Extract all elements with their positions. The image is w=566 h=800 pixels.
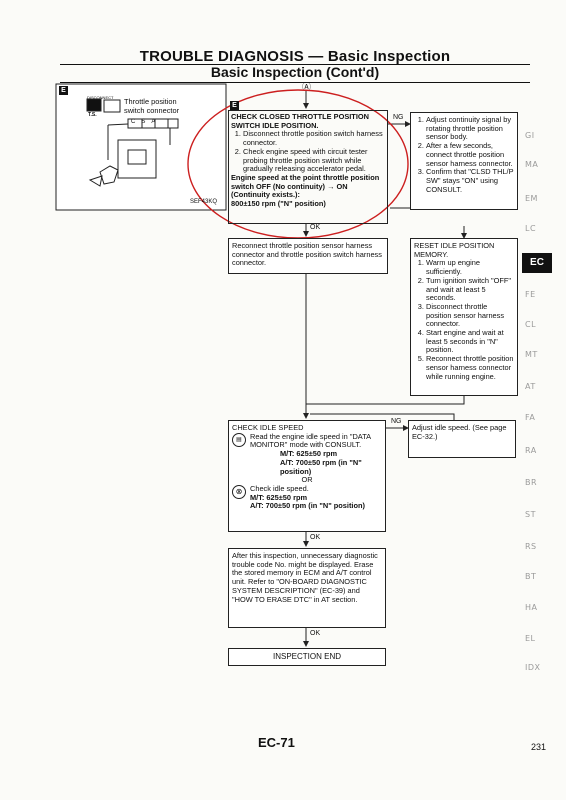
step-check-switch: CHECK CLOSED THROTTLE POSITION SWITCH ID… [228,110,388,224]
idle-mt-spec-2: M/T: 625±50 rpm [250,492,308,502]
side-index-gi[interactable]: GI [525,131,535,140]
side-index-el[interactable]: EL [525,634,536,643]
step-inspection-end: INSPECTION END [228,648,386,666]
ts-label: T.S. [88,112,97,118]
list-item: Confirm that "CLSD THL/P SW" stays "ON" … [426,167,514,194]
list-item: Start engine and wait at least 5 seconds… [426,328,514,355]
step-reset-idle: RESET IDLE POSITION MEMORY. Warm up engi… [410,238,518,396]
ng-label-2: NG [391,418,402,425]
consult-icon: ▤ [232,432,246,447]
step-check-result: Engine speed at the point throttle posit… [231,172,380,200]
step-check-spec: 800±150 rpm ("N" position) [231,199,326,209]
page-subtitle: Basic Inspection (Cont'd) [210,64,380,80]
ok-label-3: OK [310,630,321,637]
side-index-lc[interactable]: LC [525,224,537,233]
subtitle-rule [60,82,530,83]
diagram-ref: SEF43KQ [190,199,218,205]
diagram-frame [55,83,227,211]
list-item: Adjust continuity signal by rotating thr… [426,115,514,142]
list-item: Turn ignition switch "OFF" and wait at l… [426,276,514,303]
step-tag-e: E [230,101,239,110]
page-title: TROUBLE DIAGNOSIS — Basic Inspection [139,48,451,65]
step-adjust-list: Adjust continuity signal by rotating thr… [414,115,514,194]
side-index-st[interactable]: ST [525,510,536,519]
list-item: Check engine speed with circuit tester p… [243,147,385,174]
connector-pins: CSA [131,119,162,125]
manual-text: Check idle speed. M/T: 625±50 rpm A/T: 7… [250,483,365,511]
connector-a-symbol: Ⓐ [302,82,312,92]
list-item: Disconnect throttle position switch harn… [243,129,385,147]
list-item: Warm up engine sufficiently. [426,258,514,276]
diagram-label: Throttle position switch connector [124,97,180,115]
list-item: Reconnect throttle position sensor harne… [426,354,514,381]
side-index-ma[interactable]: MA [525,160,539,169]
side-index-bt[interactable]: BT [525,572,537,581]
connector-diagram [86,98,179,187]
side-index-fa[interactable]: FA [525,413,536,422]
step-adjust-continuity: Adjust continuity signal by rotating thr… [410,112,518,210]
idle-at-spec-2: A/T: 700±50 rpm (in "N" position) [250,501,365,511]
side-index-br[interactable]: BR [525,478,538,487]
idle-at-spec: A/T: 700±50 rpm (in "N" position) [280,457,362,476]
side-index-cl[interactable]: CL [525,320,537,329]
page-number: 231 [531,742,547,752]
ng-label-1: NG [393,114,404,121]
side-index-ha[interactable]: HA [525,603,538,612]
list-item: After a few seconds, connect throttle po… [426,141,514,168]
step-reset-title: RESET IDLE POSITION MEMORY. [414,241,495,259]
diagram-tag-e: E [59,86,68,95]
step-reset-list: Warm up engine sufficiently. Turn igniti… [414,258,514,381]
side-index-rs[interactable]: RS [525,542,537,551]
side-index-fe[interactable]: FE [525,290,536,299]
step-check-idle: CHECK IDLE SPEED ▤ Read the engine idle … [228,420,386,532]
step-idle-title: CHECK IDLE SPEED [232,423,304,432]
step-check-list: Disconnect throttle position switch harn… [231,129,385,174]
check-idle-text: Check idle speed. [250,483,309,493]
side-index-mt[interactable]: MT [525,350,538,359]
side-index-ra[interactable]: RA [525,446,537,455]
consult-text: Read the engine idle speed in "DATA MONI… [250,431,371,450]
step-reconnect: Reconnect throttle position sensor harne… [228,238,388,274]
side-index-ec[interactable]: EC [522,253,552,273]
manual-row: ⊗ Check idle speed. M/T: 625±50 rpm A/T:… [232,483,382,511]
ok-label-1: OK [310,224,321,231]
consult-row: ▤ Read the engine idle speed in "DATA MO… [232,431,382,450]
side-index-em[interactable]: EM [525,194,538,203]
side-index-idx[interactable]: IDX [525,663,541,672]
or-separator: OR [301,475,313,485]
page-code: EC-71 [258,735,295,750]
step-after-inspection: After this inspection, unnecessary diagn… [228,548,386,628]
idle-mt-spec: M/T: 625±50 rpm [280,449,338,459]
step-check-title: CHECK CLOSED THROTTLE POSITION SWITCH ID… [231,112,369,130]
step-adjust-idle: Adjust idle speed. (See page EC-32.) [408,420,516,458]
ok-label-2: OK [310,534,321,541]
list-item: Disconnect throttle position sensor harn… [426,302,514,329]
disconnect-label: DISCONNECT [87,95,114,100]
title-rule [60,64,530,65]
side-index-at[interactable]: AT [525,382,536,391]
step-check-frame [228,110,388,224]
no-tools-icon: ⊗ [232,484,246,499]
